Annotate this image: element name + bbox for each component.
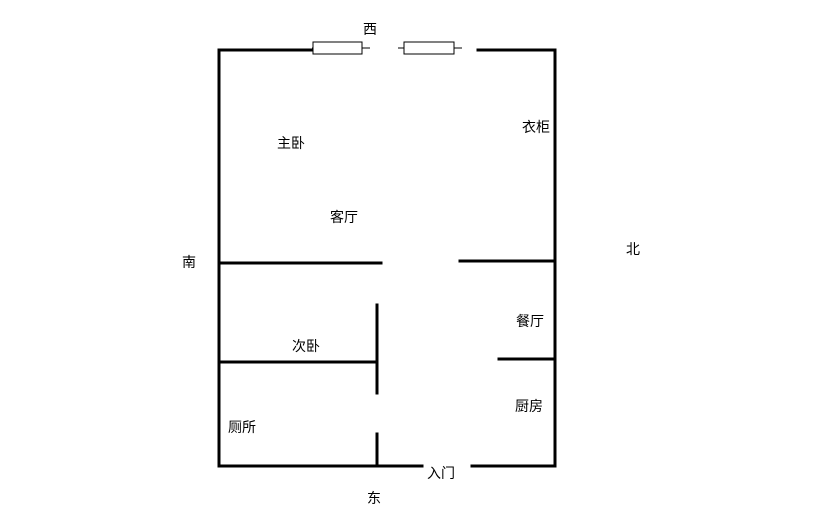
label-toilet: 厕所 [228, 420, 256, 436]
label-east: 东 [367, 491, 381, 507]
window-2 [403, 41, 455, 55]
label-kitchen: 厨房 [515, 399, 543, 415]
label-entrance: 入门 [427, 466, 455, 482]
label-second-bedroom: 次卧 [292, 339, 320, 355]
label-wardrobe: 衣柜 [522, 120, 550, 136]
label-dining-room: 餐厅 [516, 314, 544, 330]
label-north: 北 [626, 242, 640, 258]
label-master-bedroom: 主卧 [277, 136, 305, 152]
label-south: 南 [182, 255, 196, 271]
label-living-room: 客厅 [330, 209, 358, 226]
window-1 [312, 41, 363, 55]
label-west: 西 [363, 22, 377, 38]
